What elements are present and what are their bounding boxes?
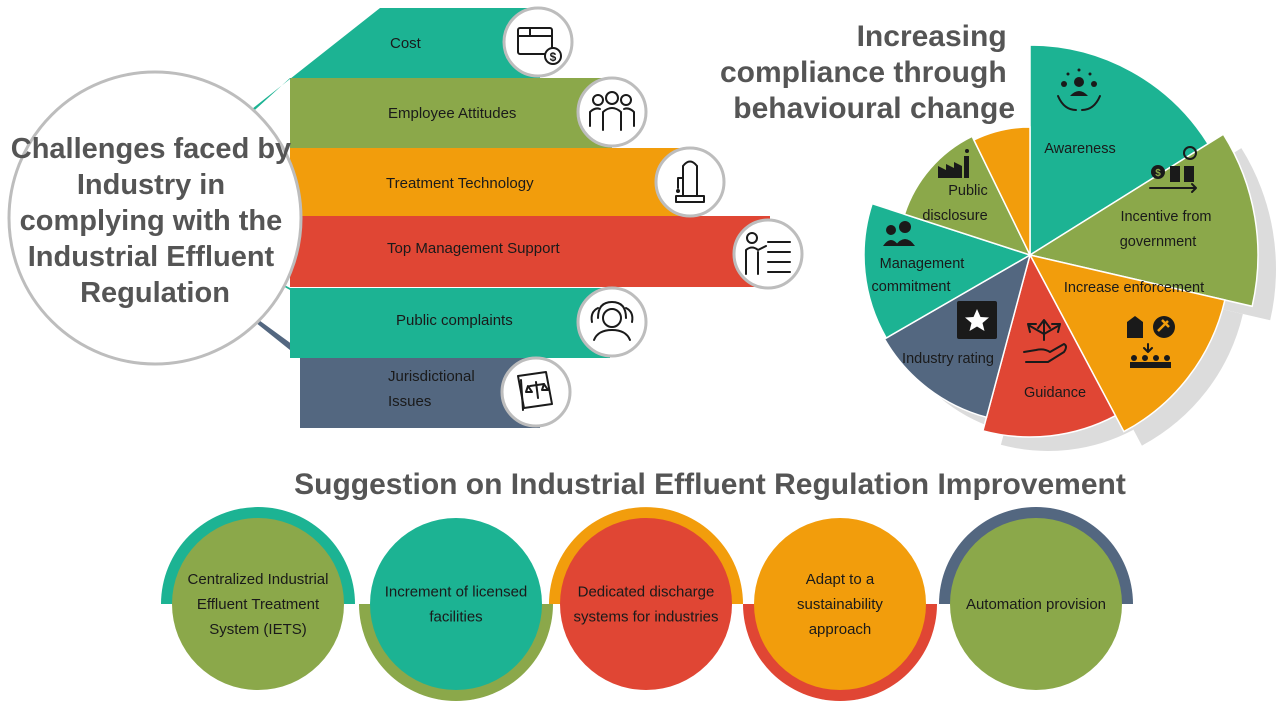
challenge-ribbon-cost bbox=[200, 8, 540, 160]
law-book-scales-icon bbox=[500, 356, 572, 428]
challenge-label-top-management-support: Top Management Support bbox=[387, 240, 560, 257]
pie-label-line: Management bbox=[880, 256, 965, 272]
suggestion-circle bbox=[172, 518, 344, 690]
suggestion-item: Increment of licensed facilities bbox=[359, 518, 553, 701]
enforcement-building-gavel-icon bbox=[1127, 316, 1175, 368]
challenges-title-line: complying with the bbox=[20, 205, 283, 237]
compliance-title-line: compliance through bbox=[720, 56, 1007, 89]
pie-label-line: Public bbox=[948, 183, 988, 199]
pie-slice-management-commitment bbox=[863, 202, 1032, 340]
compliance-title: Increasing compliance through behavioura… bbox=[720, 20, 1015, 125]
challenges-title-line: Industry in bbox=[77, 169, 225, 201]
treatment-tank-icon bbox=[654, 146, 726, 218]
compliance-section: Increasing compliance through behavioura… bbox=[720, 20, 1276, 451]
pie-label-line: government bbox=[1120, 234, 1197, 250]
challenges-section: Challenges faced by Industry in complyin… bbox=[7, 6, 804, 428]
suggestion-label: Dedicated discharge systems for industrie… bbox=[573, 584, 718, 626]
pie-label-management-commitment: Management commitment bbox=[872, 256, 969, 295]
pie-label-public-disclosure: Public disclosure bbox=[922, 183, 991, 224]
challenges-center-circle bbox=[7, 70, 303, 366]
suggestion-label: Increment of licensed facilities bbox=[385, 584, 528, 626]
guidance-hand-arrows-icon bbox=[1023, 319, 1067, 363]
factory-icon bbox=[938, 149, 969, 178]
suggestion-label-line: System (IETS) bbox=[209, 621, 307, 638]
complaining-people-icon bbox=[576, 286, 648, 358]
pie-label-line: disclosure bbox=[922, 208, 987, 224]
star-rating-icon bbox=[957, 301, 997, 339]
pie-label-enforcement: Increase enforcement bbox=[1064, 280, 1204, 296]
compliance-title-line: behavioural change bbox=[733, 92, 1015, 125]
suggestion-label-line: Effluent Treatment bbox=[197, 596, 320, 613]
challenges-title-line: Regulation bbox=[80, 277, 230, 309]
pie-slice-awareness bbox=[1029, 44, 1210, 257]
suggestion-item: Dedicated discharge systems for industrie… bbox=[549, 507, 743, 690]
pie-label-awareness: Awareness bbox=[1044, 141, 1115, 157]
pie-slices bbox=[863, 44, 1259, 438]
suggestions-section: Suggestion on Industrial Effluent Regula… bbox=[161, 468, 1133, 701]
suggestion-label-line: Adapt to a bbox=[806, 571, 875, 588]
challenge-label-line: Jurisdictional bbox=[388, 368, 475, 385]
suggestions-title: Suggestion on Industrial Effluent Regula… bbox=[294, 468, 1126, 501]
pie-slice-incentive bbox=[1028, 133, 1259, 308]
suggestion-label-line: facilities bbox=[429, 609, 482, 626]
pie-slice-filler bbox=[972, 126, 1031, 256]
suggestion-label-line: Automation provision bbox=[966, 596, 1106, 613]
challenge-label-line: Issues bbox=[388, 393, 431, 410]
suggestion-label-line: Increment of licensed bbox=[385, 584, 528, 601]
svg-text:$: $ bbox=[550, 50, 557, 64]
challenges-title-line: Challenges faced by bbox=[11, 133, 291, 165]
svg-text:$: $ bbox=[1155, 168, 1161, 179]
challenges-center-title: Challenges faced by Industry in complyin… bbox=[11, 133, 300, 309]
challenge-ribbon-treatment bbox=[200, 148, 690, 216]
employees-group-icon bbox=[576, 76, 648, 148]
awareness-people-hands-icon bbox=[1057, 68, 1101, 111]
cost-box-dollar-icon: $ bbox=[502, 6, 574, 78]
compliance-title-line: Increasing bbox=[857, 20, 1007, 53]
suggestion-circle bbox=[950, 518, 1122, 690]
challenge-label-treatment-technology: Treatment Technology bbox=[386, 175, 534, 192]
management-team-icon bbox=[883, 221, 915, 246]
pie-label-guidance: Guidance bbox=[1024, 385, 1086, 401]
pie-label-line: Incentive from bbox=[1120, 209, 1211, 225]
pie-slice-enforcement bbox=[1028, 253, 1226, 433]
suggestion-label: Automation provision bbox=[966, 596, 1106, 613]
suggestion-circle bbox=[754, 518, 926, 690]
suggestion-label-line: Dedicated discharge bbox=[578, 584, 715, 601]
challenge-label-jurisdictional-issues: Jurisdictional Issues bbox=[388, 368, 479, 410]
presenter-board-icon bbox=[732, 218, 804, 290]
challenge-ribbon-jurisdictional bbox=[190, 270, 540, 428]
suggestion-circle bbox=[370, 518, 542, 690]
challenge-ribbon-public-complaints bbox=[200, 240, 610, 358]
pie-slice-guidance bbox=[981, 252, 1117, 438]
suggestion-label-line: Centralized Industrial bbox=[188, 571, 329, 588]
pie-label-industry-rating: Industry rating bbox=[902, 351, 994, 367]
suggestion-label: Adapt to a sustainability approach bbox=[797, 571, 883, 638]
gift-incentive-icon: $ bbox=[1149, 146, 1197, 193]
suggestion-circle bbox=[560, 518, 732, 690]
suggestion-label-line: systems for industries bbox=[573, 609, 718, 626]
pie-label-incentive: Incentive from government bbox=[1120, 209, 1216, 250]
challenge-label-employee-attitudes: Employee Attitudes bbox=[388, 105, 516, 122]
suggestion-item: Adapt to a sustainability approach bbox=[743, 518, 937, 701]
pie-slice-public-disclosure bbox=[903, 135, 1032, 257]
pie-label-line: commitment bbox=[872, 279, 951, 295]
challenge-label-cost: Cost bbox=[390, 35, 422, 52]
challenges-title-line: Industrial Effluent bbox=[28, 241, 275, 273]
suggestion-label-line: approach bbox=[809, 621, 872, 638]
challenge-ribbon-top-management bbox=[200, 210, 770, 287]
challenge-ribbon-employee bbox=[200, 78, 612, 170]
challenge-label-public-complaints: Public complaints bbox=[396, 312, 513, 329]
suggestion-item: Automation provision bbox=[939, 507, 1133, 690]
suggestion-label-line: sustainability bbox=[797, 596, 883, 613]
